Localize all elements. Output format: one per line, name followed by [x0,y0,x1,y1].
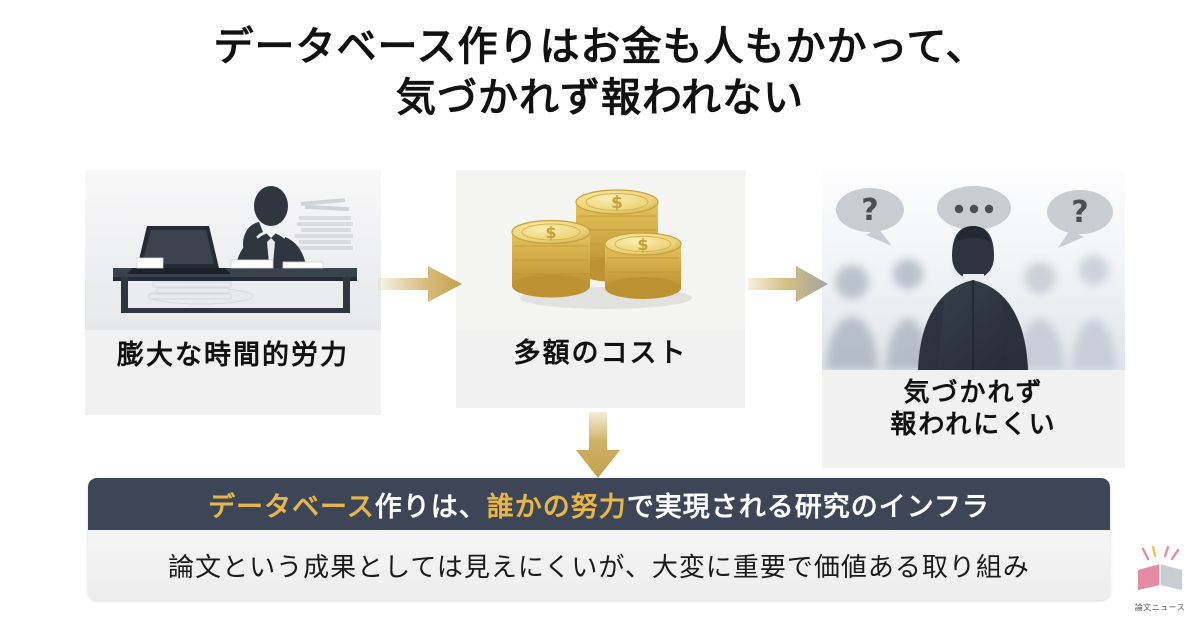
card-toil: 膨大な時間的労力 [85,170,381,415]
card-toil-label: 膨大な時間的労力 [117,340,349,371]
card-unseen-label: 気づかれず 報われにくい [822,378,1125,441]
card-cost: $ $ [456,170,745,408]
summary-headline: データベース作りは、誰かの努力で実現される研究のインフラ [88,478,1110,530]
svg-text:$: $ [637,235,648,254]
svg-text:$: $ [611,193,623,213]
watermark-label: 論文ニュース [1134,603,1186,612]
watermark-logo: 論文ニュース [1128,545,1192,619]
summary-headline-accent-2: 誰かの努力 [486,491,627,523]
arrow-right-toil-to-cost [378,262,462,306]
card-unseen-label-line-1: 気づかれず [903,378,1044,408]
summary-headline-text-2: で実現される研究のインフラ [626,491,990,523]
card-unseen-label-line-2: 報われにくい [890,409,1057,440]
card-cost-label: 多額のコスト [513,338,688,369]
svg-text:?: ? [1071,195,1088,230]
card-unseen: ? ? [822,170,1125,468]
summary-subtext: 論文という成果としては見えにくいが、大変に重要で価値ある取り組み [88,530,1110,600]
arrow-down-cost-to-summary [570,412,626,478]
card-cost-illustration: $ $ [456,170,745,330]
page-title-line-2: 気づかれず報われない [396,75,804,122]
open-book-icon [1138,545,1182,590]
summary-headline-text-1: 作りは、 [374,491,487,523]
summary-subtext-label: 論文という成果としては見えにくいが、大変に重要で価値ある取り組み [168,552,1030,583]
page-title: データベース作りはお金も人もかかって、 気づかれず報われない [0,22,1200,124]
page-title-line-1: データベース作りはお金も人もかかって、 [213,24,987,70]
card-unseen-illustration: ? ? [822,170,1125,370]
svg-text:$: $ [545,223,556,242]
arrow-right-cost-to-unseen [748,262,828,306]
card-toil-illustration [85,170,381,330]
summary-headline-accent-1: データベース [208,491,375,523]
summary-card: データベース作りは、誰かの努力で実現される研究のインフラ 論文という成果としては… [88,478,1110,600]
svg-text:?: ? [861,193,878,228]
